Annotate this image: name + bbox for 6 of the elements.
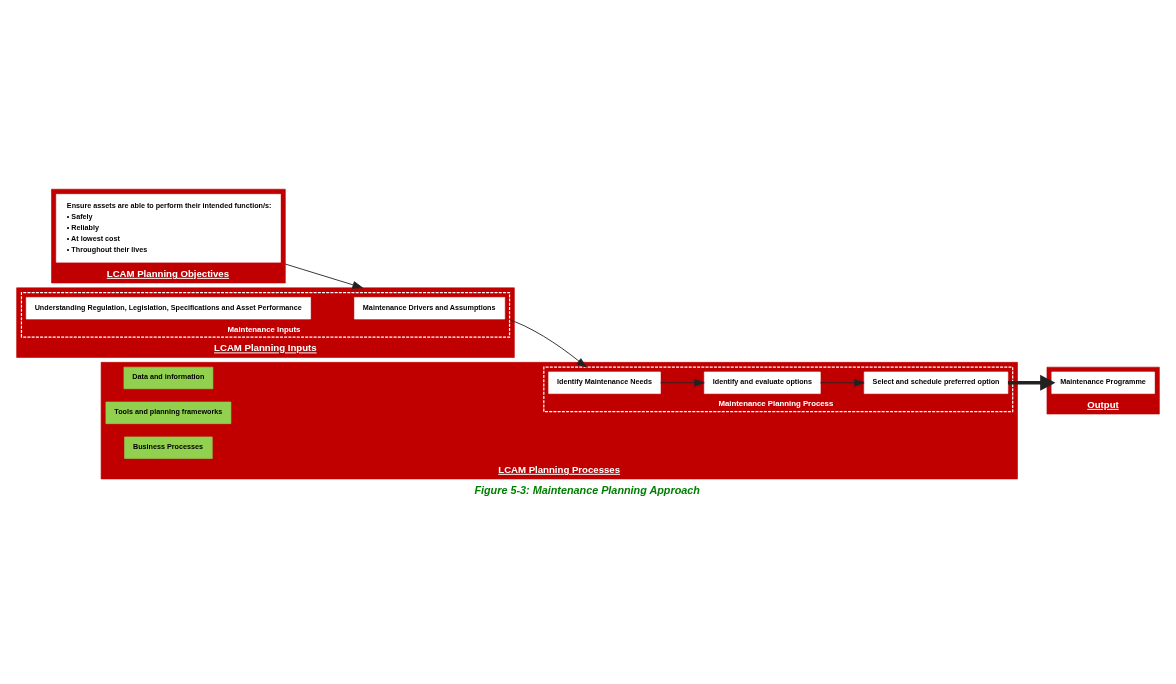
arrow — [819, 378, 865, 387]
arrow — [660, 378, 705, 387]
arrow — [284, 263, 363, 289]
arrow — [1008, 374, 1056, 391]
caption: Figure 5-3: Maintenance Planning Approach — [474, 483, 700, 496]
arrow — [509, 318, 587, 368]
